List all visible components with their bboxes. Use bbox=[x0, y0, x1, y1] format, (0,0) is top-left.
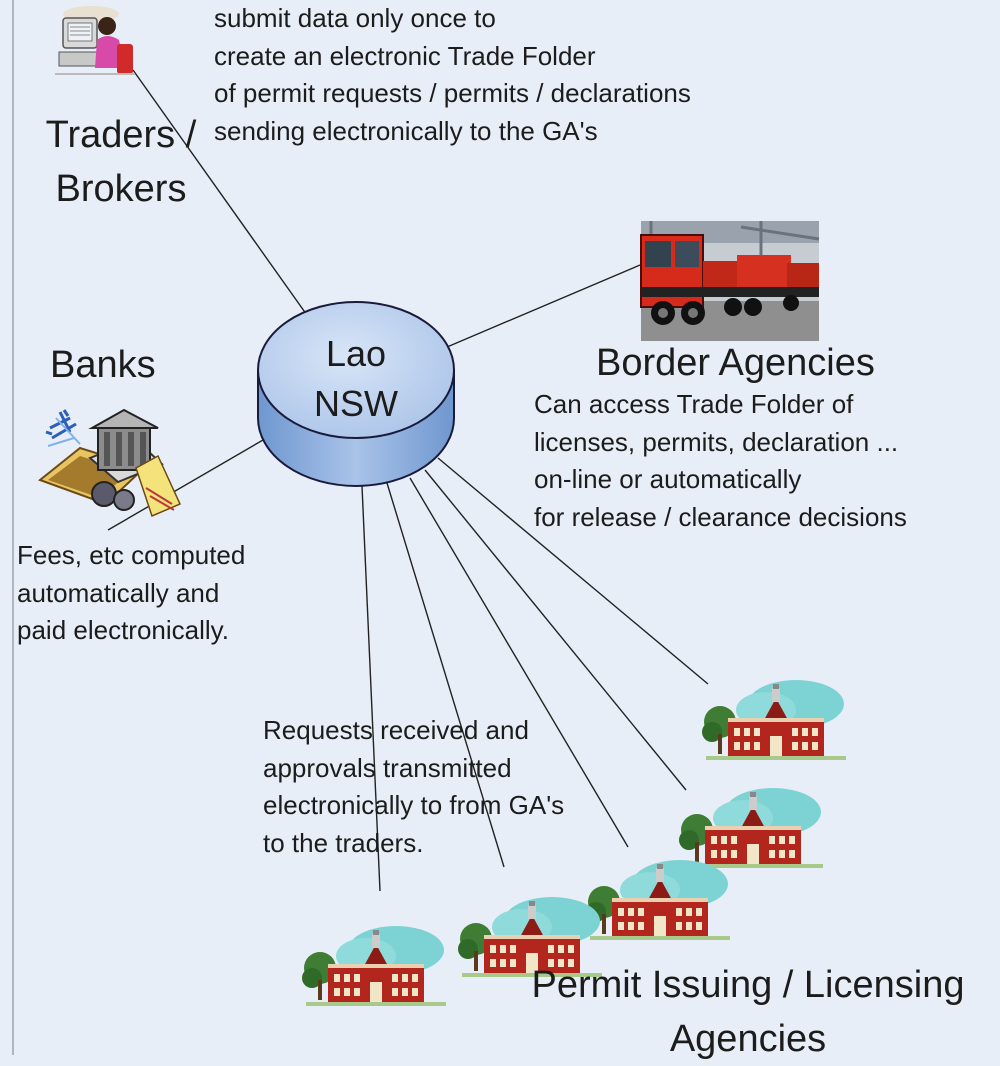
banks-title: Banks bbox=[50, 344, 156, 386]
lao-nsw-hub bbox=[257, 301, 455, 487]
hub-label-lao: Lao bbox=[325, 333, 387, 374]
connector-agency-3 bbox=[409, 477, 629, 848]
traders-title: Traders / Brokers bbox=[45, 114, 197, 210]
connector-border bbox=[439, 264, 641, 351]
trader-computer-icon bbox=[55, 6, 135, 75]
connector-agency-5 bbox=[361, 485, 381, 892]
agency-building-icon-2 bbox=[679, 788, 823, 868]
border-agencies-note: Can access Trade Folder of licenses, per… bbox=[534, 389, 907, 532]
traders-note: submit data only once to create an elect… bbox=[214, 3, 691, 146]
connector-traders bbox=[132, 69, 315, 326]
agencies-title: Permit Issuing / Licensing Agencies bbox=[531, 964, 965, 1060]
border-agencies-title: Border Agencies bbox=[596, 342, 875, 384]
connector-agency-4 bbox=[386, 482, 505, 868]
hub-label-nsw: NSW bbox=[314, 383, 398, 424]
truck-photo bbox=[640, 221, 820, 341]
agency-building-icon-5 bbox=[302, 926, 446, 1006]
bank-building-icon bbox=[37, 408, 182, 518]
connector-agency-1 bbox=[437, 457, 709, 685]
agency-building-icon-3 bbox=[586, 860, 730, 940]
banks-note: Fees, etc computed automatically and pai… bbox=[17, 540, 246, 645]
agency-building-icon-1 bbox=[702, 680, 846, 760]
connector-agency-2 bbox=[424, 469, 687, 791]
connectors bbox=[107, 69, 709, 892]
connector-banks bbox=[107, 439, 264, 531]
agencies-note: Requests received and approvals transmit… bbox=[263, 715, 565, 858]
